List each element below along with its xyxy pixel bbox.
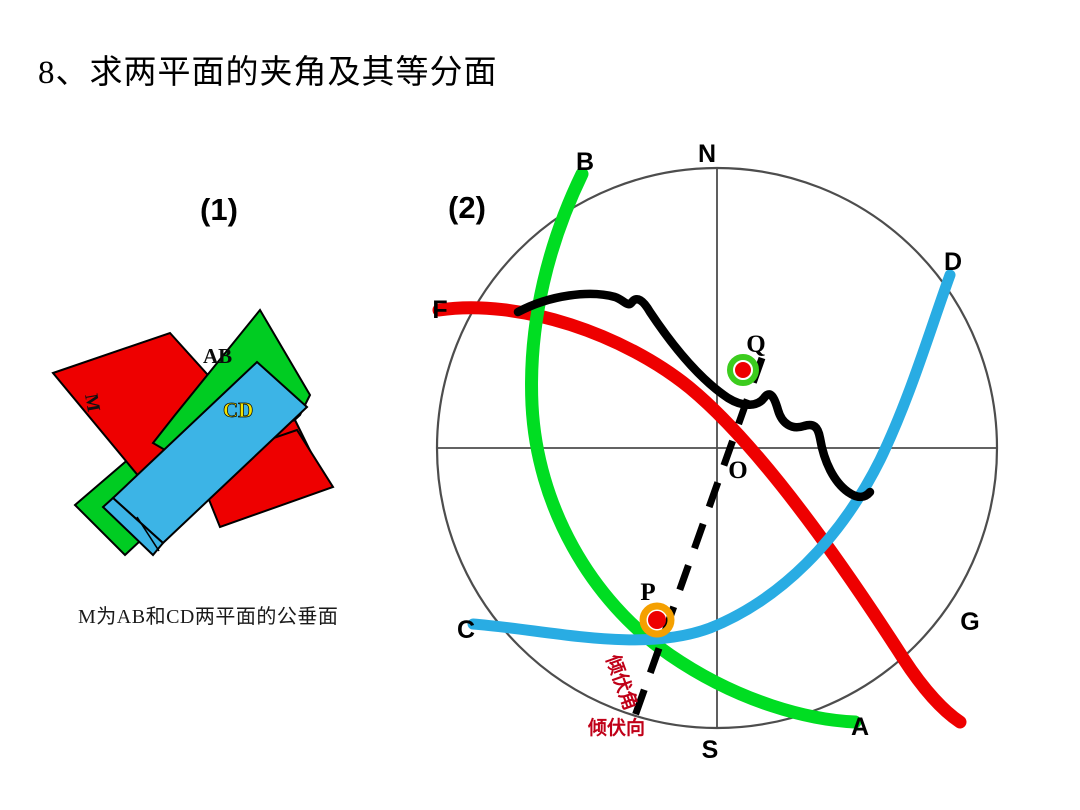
plunge-trend-dashed-line xyxy=(626,356,766,732)
great-circle-plane-m xyxy=(432,301,967,729)
plane-label-m: M xyxy=(80,392,104,413)
point-q-ring xyxy=(727,354,759,386)
label-point-a: A xyxy=(851,713,869,741)
figure-2-number: (2) xyxy=(448,190,486,225)
point-p-ring xyxy=(639,602,675,638)
point-q-marker[interactable] xyxy=(735,362,751,378)
label-point-b: B xyxy=(576,148,594,176)
page-title: 8、求两平面的夹角及其等分面 xyxy=(38,55,498,91)
label-point-q: Q xyxy=(746,331,765,358)
plane-cd-tail xyxy=(101,496,165,557)
figure-2-stereonet: N S B D F C A G P Q O 倾伏角 倾伏向 xyxy=(410,130,1050,770)
label-center-o: O xyxy=(728,457,747,484)
plane-label-ab: AB xyxy=(203,344,232,368)
figure-1-caption: M为AB和CD两平面的公垂面 xyxy=(78,606,339,628)
label-north: N xyxy=(698,140,716,168)
annotation-plunge-direction: 倾伏向 xyxy=(587,716,645,739)
label-point-f: F xyxy=(432,296,447,324)
label-point-d: D xyxy=(944,248,962,276)
point-p-marker[interactable] xyxy=(648,611,666,629)
great-circle-plane-cd xyxy=(467,269,956,646)
plane-label-cd: CD xyxy=(223,398,253,422)
plane-cd-edge-line xyxy=(136,516,160,552)
label-point-c: C xyxy=(457,616,475,644)
label-point-p: P xyxy=(640,579,655,606)
label-point-g: G xyxy=(960,608,979,636)
great-circle-plane-ab xyxy=(525,167,862,729)
figure-1-number: (1) xyxy=(200,192,238,227)
annotation-plunge-angle: 倾伏角 xyxy=(601,651,642,713)
figure-1-block-diagram: AB CD M xyxy=(45,255,375,585)
label-south: S xyxy=(702,736,719,764)
great-circle-bisector xyxy=(513,289,875,502)
